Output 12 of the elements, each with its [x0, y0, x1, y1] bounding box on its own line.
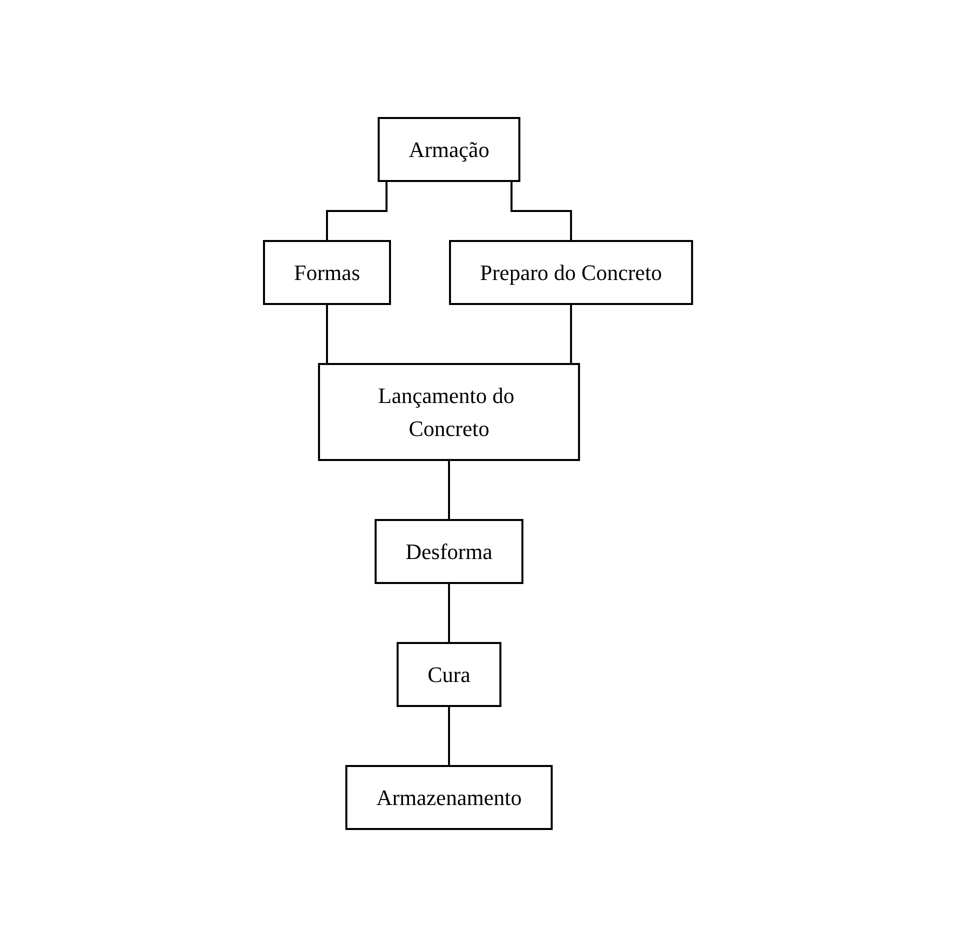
- node-box: Preparo do Concreto: [448, 240, 694, 304]
- node-box: Armazenamento: [345, 764, 553, 830]
- connector: [326, 180, 388, 242]
- connector: [448, 582, 450, 644]
- node-box: Armação: [378, 116, 520, 182]
- connector: [448, 706, 450, 766]
- connector: [510, 180, 572, 242]
- connector: [448, 460, 450, 520]
- node-box: Formas: [262, 240, 391, 304]
- node-box: Cura: [396, 642, 502, 706]
- node-box: Lançamento do Concreto: [318, 362, 580, 460]
- node-box: Desforma: [374, 518, 524, 584]
